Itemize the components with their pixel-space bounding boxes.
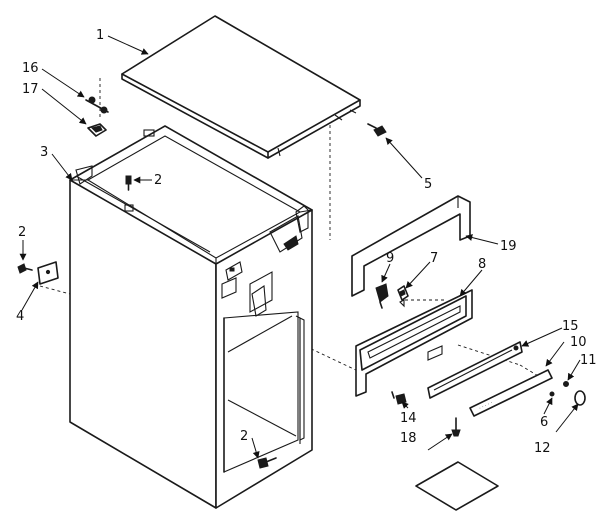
callout-16: 16 (22, 61, 39, 76)
callout-14: 14 (400, 411, 417, 426)
callout-labels: 1 16 17 3 2 2 4 5 19 9 7 8 15 10 11 6 12… (16, 28, 597, 456)
trim-frame-part (351, 195, 471, 297)
callout-18: 18 (400, 431, 417, 446)
template-card-part (415, 461, 499, 511)
callout-7: 7 (430, 251, 438, 266)
strip-part (427, 341, 523, 399)
screw-part-2-top (125, 175, 132, 191)
knob-part (87, 123, 107, 137)
callout-12: 12 (534, 441, 551, 456)
callout-8: 8 (478, 257, 486, 272)
screw-part-18 (451, 417, 461, 437)
callout-2-bottom: 2 (240, 429, 248, 444)
svg-text:· · · · ·: · · · · · (478, 400, 494, 412)
callout-11: 11 (580, 353, 597, 368)
callout-6: 6 (540, 415, 548, 430)
callout-9: 9 (386, 251, 394, 266)
callout-5: 5 (424, 177, 432, 192)
callout-2-top: 2 (154, 173, 162, 188)
screw-part-14 (391, 391, 407, 405)
bumper-part-11 (563, 381, 569, 387)
top-lid-part (121, 15, 361, 159)
bracket-part-4 (37, 261, 59, 285)
clip-part-7 (397, 285, 409, 301)
callout-10: 10 (570, 335, 587, 350)
screw-part-2-bottom (257, 457, 277, 469)
lower-frame-part (355, 289, 473, 397)
label-plate-part: · · · · · (469, 369, 553, 417)
callout-4: 4 (16, 309, 24, 324)
callout-1: 1 (96, 28, 104, 43)
callout-17: 17 (22, 82, 39, 97)
callout-15: 15 (562, 319, 579, 334)
callout-3: 3 (40, 145, 48, 160)
cabinet-body-part (69, 125, 313, 509)
callout-2-left: 2 (18, 225, 26, 240)
clip-part-9 (375, 283, 389, 309)
screw-part-2-left (17, 263, 33, 274)
callout-19: 19 (500, 239, 517, 254)
screw-part-5 (367, 123, 387, 137)
hinge-pin-part (85, 96, 109, 114)
leader-lines (19, 35, 581, 459)
foot-part-12 (574, 390, 586, 406)
washer-part-6 (549, 391, 555, 397)
